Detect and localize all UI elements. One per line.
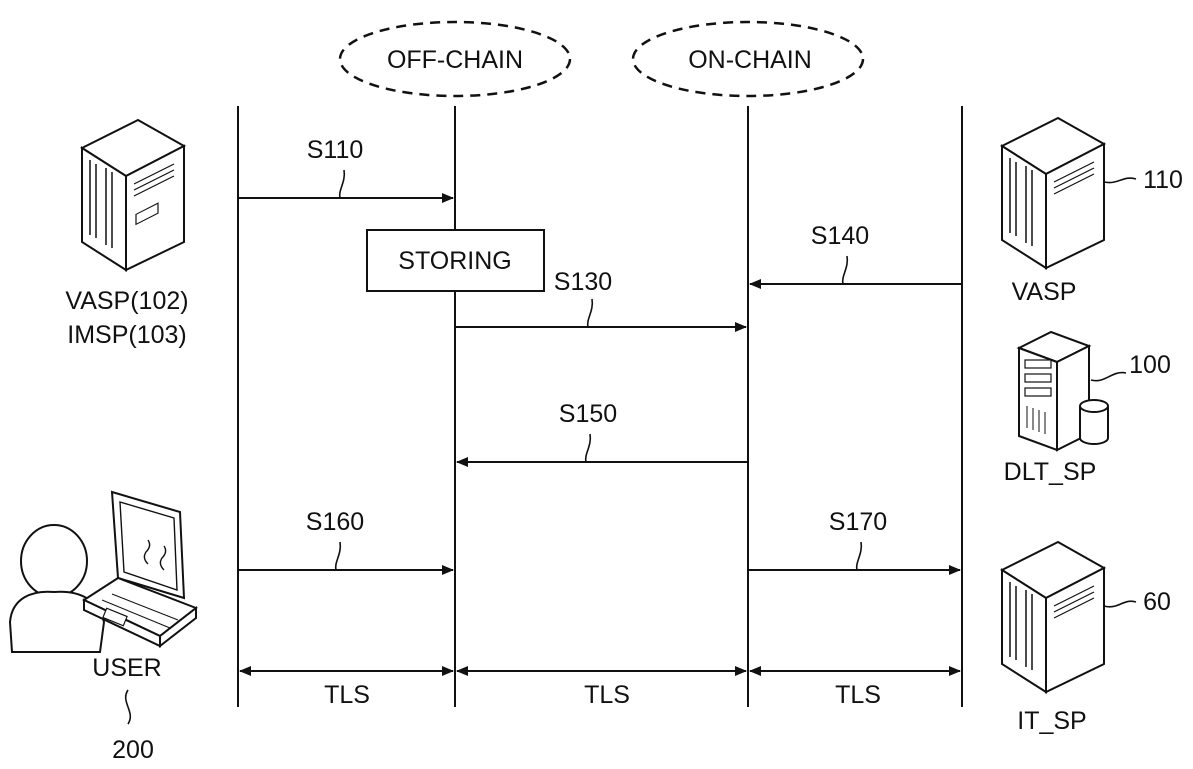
s140-label: S140 [811,222,869,250]
message-s160: S160 [238,508,453,570]
database-icon [1080,400,1108,444]
off-chain-label: OFF-CHAIN [387,46,523,74]
tls-segment-3: TLS [750,671,960,709]
tls-segment-2: TLS [457,671,746,709]
tls-label-3: TLS [835,681,881,709]
on-chain-header: ON-CHAIN [633,22,863,96]
s110-label: S110 [307,136,364,164]
s130-label: S130 [554,268,612,296]
it-sp-ref-leader [1104,601,1136,607]
on-chain-label: ON-CHAIN [688,46,812,74]
dlt-sp-ref-leader [1091,373,1126,381]
s160-label: S160 [306,508,364,536]
user-ref-leader [126,690,131,724]
vasp-imsp-label-line2: IMSP(103) [67,321,186,349]
message-s140: S140 [750,222,962,284]
message-s170: S170 [748,508,960,570]
off-chain-header: OFF-CHAIN [340,22,570,96]
user-icon [10,525,104,652]
tls-label-1: TLS [324,681,370,709]
it-sp-ref-number: 60 [1143,588,1171,616]
tower-server-icon [1019,332,1089,450]
server-icon [82,120,184,270]
s150-label: S150 [559,400,617,428]
dlt-sp-ref-number: 100 [1129,351,1171,379]
user-label: USER [92,654,161,682]
it-sp-label: IT_SP [1017,707,1086,735]
message-s150: S150 [457,400,748,462]
tls-label-2: TLS [584,681,630,709]
vasp-imsp-label-line1: VASP(102) [65,287,188,315]
vasp-ref-number: 110 [1143,166,1183,194]
vasp-label: VASP [1012,278,1077,306]
tls-segment-1: TLS [240,671,453,709]
server-icon [1002,118,1104,268]
storing-box: STORING [367,230,544,291]
message-s110: S110 [238,136,453,198]
s170-label: S170 [829,508,887,536]
dlt-sp-label: DLT_SP [1004,458,1097,486]
vasp-ref-leader [1104,178,1136,183]
storing-label: STORING [398,247,511,275]
server-icon [1002,542,1104,692]
user-ref-number: 200 [112,736,154,764]
